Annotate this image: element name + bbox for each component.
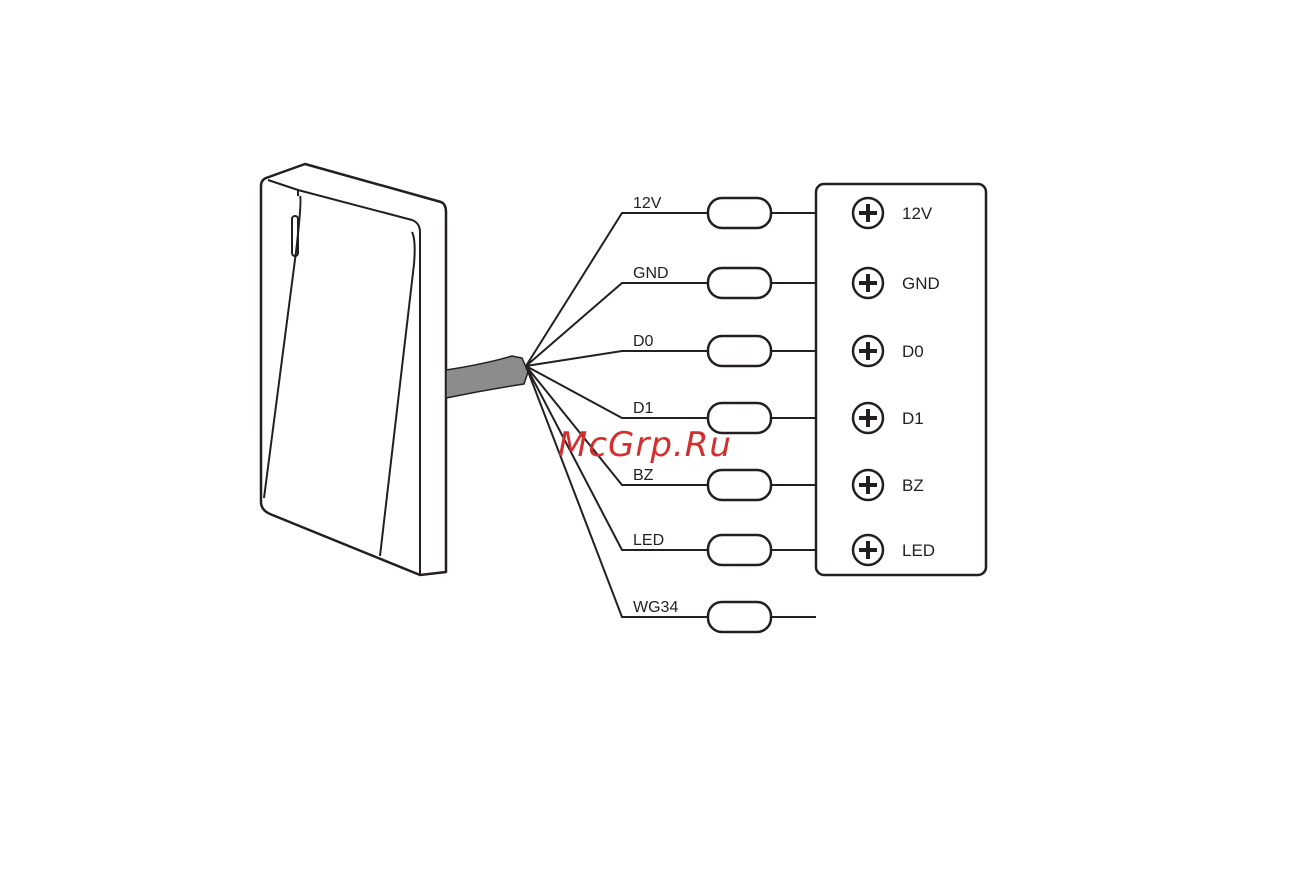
screw-terminal-icon [853,336,883,366]
wire-line [526,351,708,366]
screw-terminal-icon [853,403,883,433]
inline-connector [708,198,771,228]
reader-back-edge [268,180,420,574]
wire-label: WG34 [633,599,678,616]
wire-label: BZ [633,467,654,484]
wire-label: D1 [633,400,654,417]
terminal-label: D1 [902,409,924,428]
wire-label: D0 [633,333,654,350]
wire-led: LED LED [526,366,935,565]
terminal-label: 12V [902,204,933,223]
terminal-label: LED [902,541,935,560]
inline-connector [708,268,771,298]
card-reader-device [261,164,446,575]
reader-front-face-curve [264,196,301,498]
wire-line [526,283,708,366]
screw-terminal-icon [853,535,883,565]
reader-side-curve [380,232,415,556]
inline-connector [708,336,771,366]
inline-connector [708,535,771,565]
terminal-block [816,184,986,575]
terminal-label: GND [902,274,940,293]
screw-terminal-icon [853,470,883,500]
wire-label: LED [633,532,664,549]
watermark: McGrp.Ru [558,425,732,465]
terminal-label: BZ [902,476,924,495]
inline-connector [708,470,771,500]
wire-label: 12V [633,195,662,212]
wire-line [526,366,708,617]
wire-label: GND [633,265,669,282]
reader-led-slot [292,216,298,256]
cable [446,356,528,398]
wire-line [526,366,708,418]
wire-wg34: WG34 [526,366,816,632]
inline-connector [708,602,771,632]
screw-terminal-icon [853,268,883,298]
screw-terminal-icon [853,198,883,228]
terminal-label: D0 [902,342,924,361]
